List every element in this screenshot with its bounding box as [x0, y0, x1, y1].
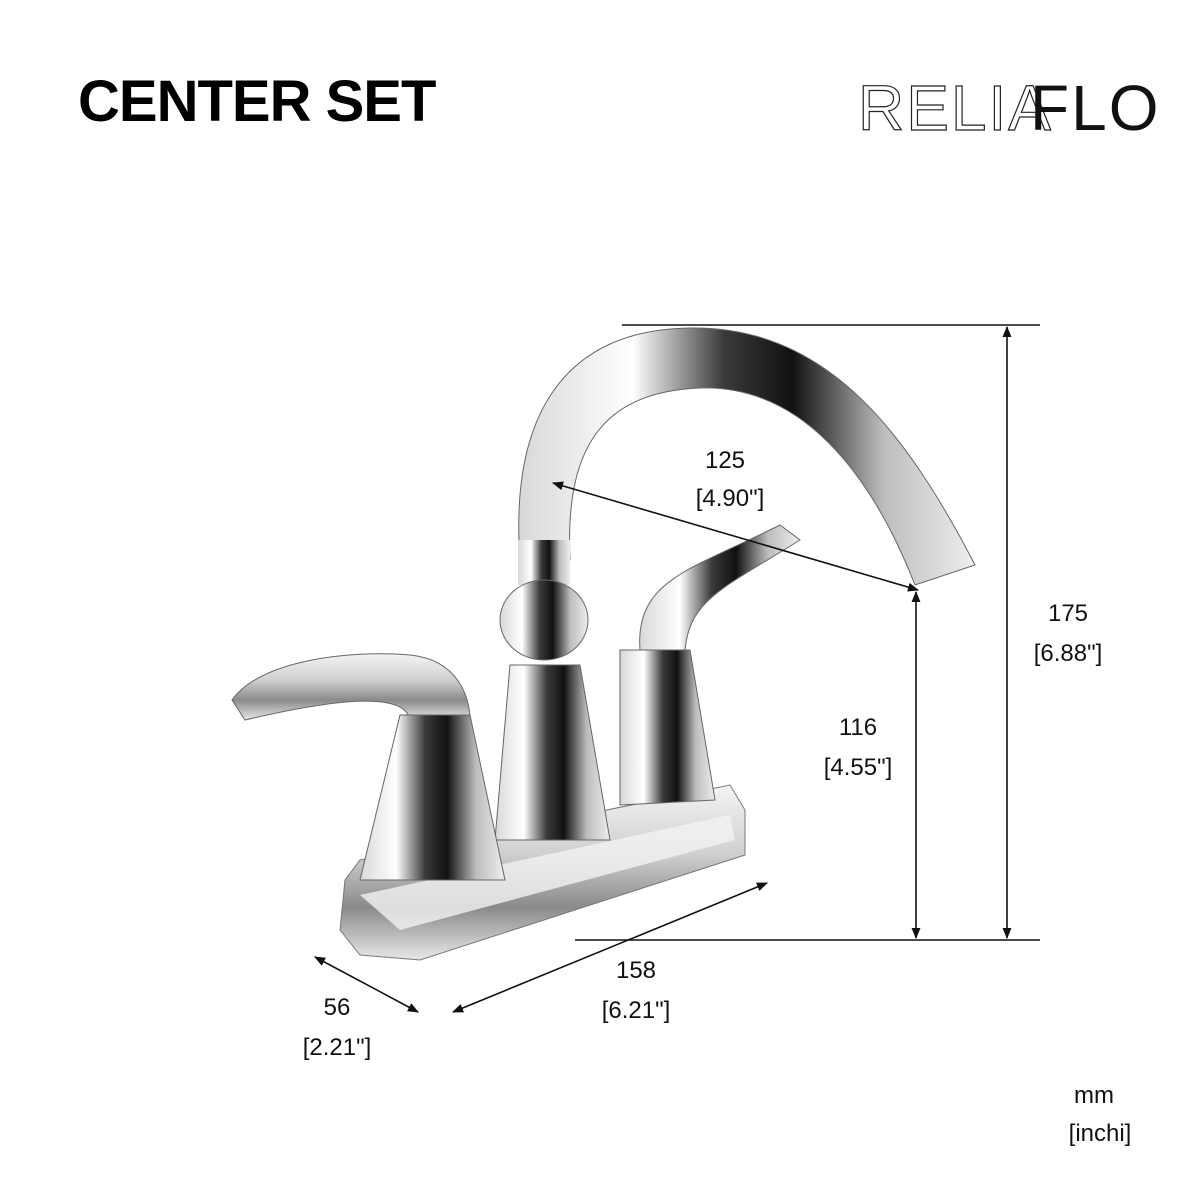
- right-handle: [619, 524, 801, 806]
- spout-height-inch: [4.55"]: [823, 754, 893, 781]
- unit-secondary: [inchi]: [1068, 1120, 1132, 1147]
- base-length-inch: [6.21"]: [601, 997, 671, 1024]
- base-depth-mm: 56: [323, 994, 351, 1021]
- left-handle: [231, 653, 506, 881]
- reliaflo-logo: RELIA FLO: [857, 71, 1160, 144]
- page-title: CENTER SET: [78, 69, 436, 134]
- total-height-mm: 175: [1047, 600, 1089, 627]
- total-height-inch: [6.88"]: [1033, 640, 1103, 667]
- svg-text:RELIA: RELIA: [858, 72, 1053, 144]
- unit-primary: mm: [1074, 1082, 1114, 1109]
- spout-height-mm: 116: [838, 714, 878, 741]
- spout-reach-inch: [4.90"]: [695, 485, 765, 512]
- svg-text:FLO: FLO: [1030, 72, 1160, 144]
- dimension-lines: [314, 324, 1040, 1013]
- faucet-spout: [494, 327, 976, 841]
- base-depth-inch: [2.21"]: [302, 1034, 372, 1061]
- spout-reach-mm: 125: [704, 447, 746, 474]
- base-length-mm: 158: [615, 957, 657, 984]
